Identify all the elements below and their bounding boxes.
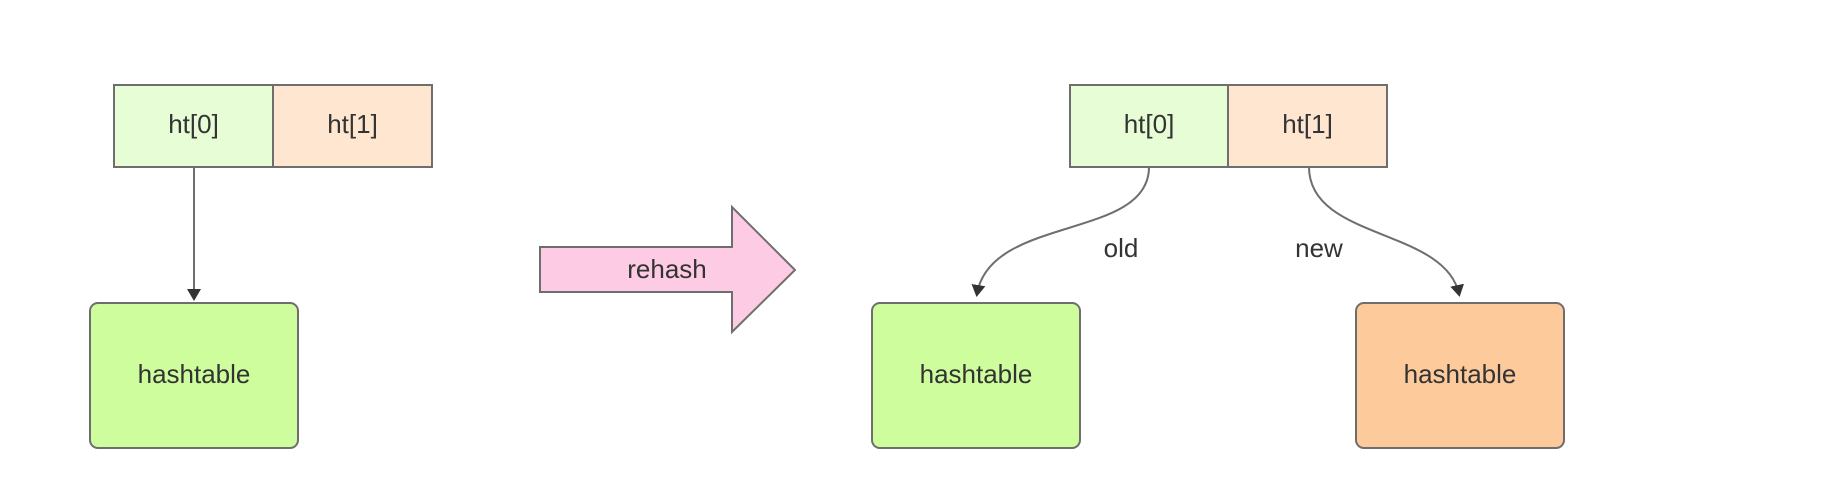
new-label: new	[1295, 233, 1343, 263]
after-group: ht[0] ht[1] old new hashtable hashtable	[871, 84, 1565, 449]
rehash-arrow: rehash	[539, 204, 797, 335]
before-ht0-cell: ht[0]	[113, 84, 274, 168]
old-hashtable-box: hashtable	[871, 302, 1081, 449]
after-ht1-label: ht[1]	[1282, 109, 1333, 139]
old-label: old	[1104, 233, 1139, 263]
before-ht1-cell: ht[1]	[272, 84, 433, 168]
old-pointer-arrow	[971, 166, 1150, 297]
before-hashtable-label: hashtable	[138, 359, 251, 389]
after-ht1-cell: ht[1]	[1227, 84, 1388, 168]
old-hashtable-label: hashtable	[920, 359, 1033, 389]
after-ht0-cell: ht[0]	[1069, 84, 1229, 168]
new-pointer-arrow	[1308, 166, 1464, 297]
new-hashtable-box: hashtable	[1355, 302, 1565, 449]
after-ht0-label: ht[0]	[1124, 109, 1175, 139]
new-hashtable-label: hashtable	[1404, 359, 1517, 389]
before-group: ht[0] ht[1] hashtable	[89, 84, 433, 449]
before-ht0-label: ht[0]	[168, 109, 219, 139]
before-hashtable-box: hashtable	[89, 302, 299, 449]
before-ht1-label: ht[1]	[327, 109, 378, 139]
rehash-label: rehash	[627, 254, 707, 284]
